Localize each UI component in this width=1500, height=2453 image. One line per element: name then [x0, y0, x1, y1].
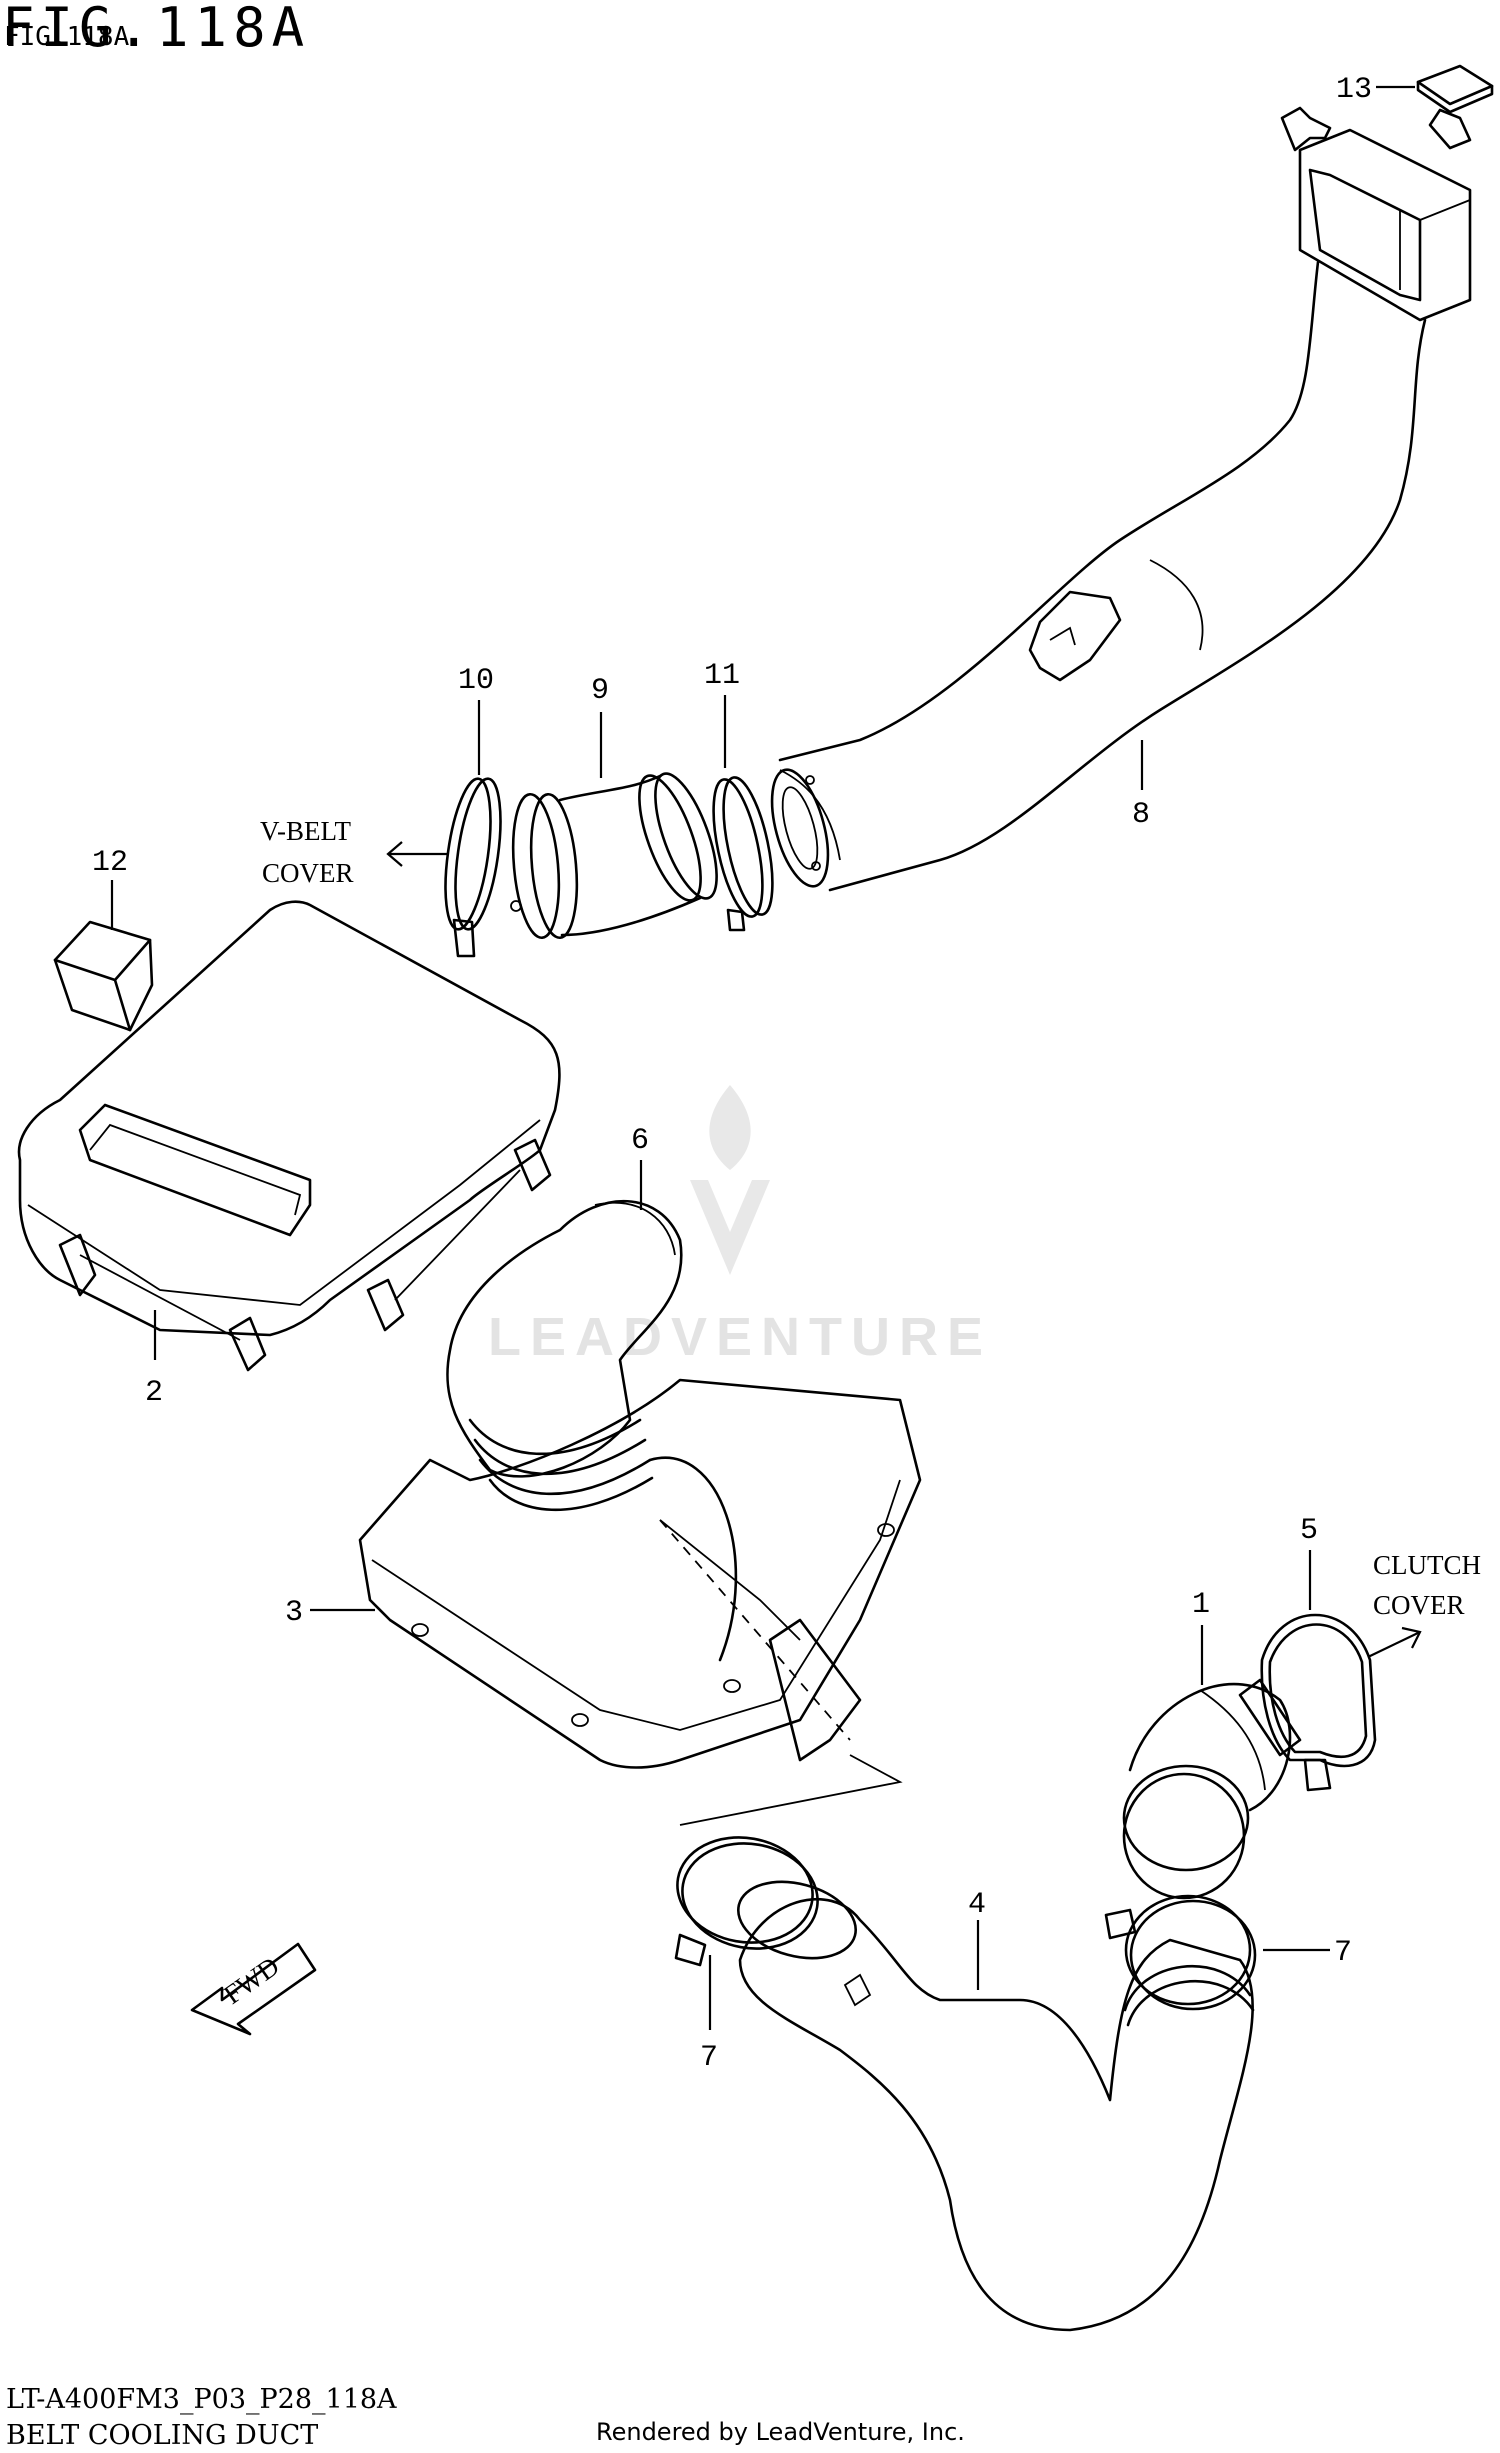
part-7-clamp-right: [1104, 1894, 1257, 2011]
callout-2: 2: [145, 1376, 163, 1410]
callout-7-left: 7: [700, 2041, 718, 2075]
part-4-lower-duct: [737, 1880, 1255, 2332]
callout-4: 4: [968, 1888, 986, 1922]
callout-9: 9: [591, 674, 609, 708]
vbelt-note-line2: COVER: [262, 858, 354, 888]
part-2-cover: [17, 900, 561, 1372]
rendered-by-credit: Rendered by LeadVenture, Inc.: [596, 2418, 965, 2446]
part-3-case: [358, 1378, 922, 1769]
part-12-pad: [53, 920, 154, 1032]
callout-10: 10: [458, 664, 494, 698]
direction-notes: V-BELT COVER CLUTCH COVER: [260, 816, 1481, 1620]
callout-1: 1: [1192, 1588, 1210, 1622]
drawing-code: LT-A400FM3_P03_P28_118A: [6, 2384, 397, 2415]
part-11-clamp: [712, 776, 774, 932]
callout-labels: 13 8 9 10 11 12 6 2 3 5 1 4 7 7: [92, 73, 1372, 2075]
vbelt-note-line1: V-BELT: [260, 816, 352, 846]
part-9-hose: [510, 772, 718, 940]
part-6-elbow: [446, 1199, 683, 1512]
clutch-note-line1: CLUTCH: [1373, 1550, 1481, 1580]
part-7-clamp-left: [674, 1836, 819, 1967]
part-8-cooling-duct: [770, 106, 1472, 892]
callout-8: 8: [1132, 798, 1150, 832]
callout-3: 3: [285, 1596, 303, 1630]
watermark-text: LEADVENTURE: [488, 1307, 993, 1367]
part-13-pad: [1416, 64, 1494, 114]
callout-11: 11: [704, 659, 740, 693]
fwd-arrow-icon: FWD: [190, 1942, 317, 2036]
part-5-clamp: [1260, 1613, 1377, 1792]
assembly-line: [659, 1519, 851, 1741]
watermark-logo: [690, 1085, 770, 1275]
callout-13: 13: [1336, 73, 1372, 107]
figure-title: FIG.118A: [2, 0, 311, 59]
connection-guide: [679, 1754, 903, 1826]
clutch-note-line2: COVER: [1373, 1590, 1465, 1620]
callout-12: 12: [92, 846, 128, 880]
callout-7-right: 7: [1334, 1936, 1352, 1970]
part-10-clamp: [444, 777, 502, 958]
leader-lines: [110, 85, 1415, 2030]
figure-title-overprint: FIG.118A: [4, 22, 130, 52]
clutch-cover-arrow: [1367, 1626, 1422, 1658]
vbelt-cover-arrow: [386, 841, 448, 867]
drawing-name: BELT COOLING DUCT: [6, 2420, 319, 2451]
callout-6: 6: [631, 1124, 649, 1158]
callout-5: 5: [1300, 1514, 1318, 1548]
